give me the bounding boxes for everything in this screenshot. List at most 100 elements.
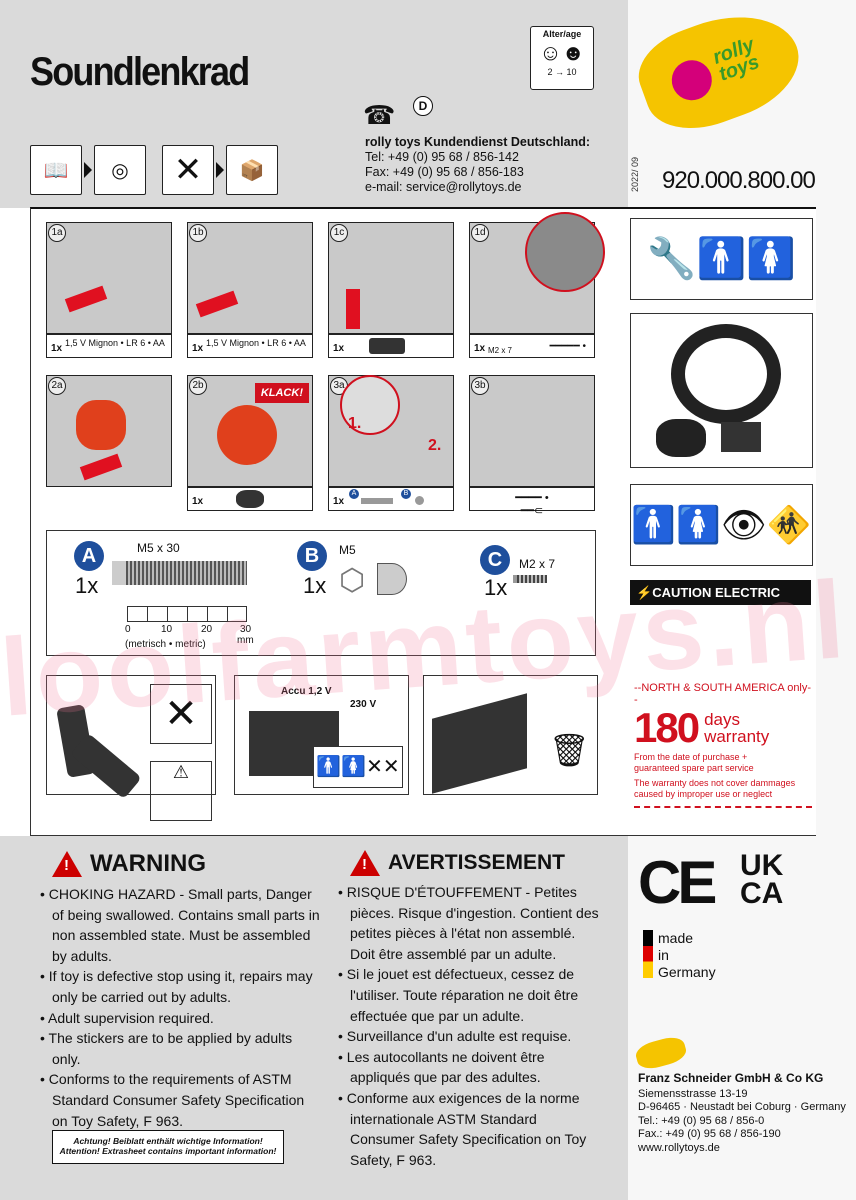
part-b-qty: 1x — [303, 573, 327, 598]
warranty-region: --NORTH & SOUTH AMERICA only-- — [634, 682, 812, 706]
page-title: Soundlenkrad — [30, 50, 250, 94]
dashed-rule — [634, 806, 812, 808]
battery-orientation-box: ✕ ⚠ — [46, 675, 216, 821]
warning-triangle-icon: ! — [52, 851, 82, 877]
step-number: 2a — [48, 377, 66, 395]
hex-nut-icon: ⬡ — [339, 564, 366, 597]
extrasheet-note: Achtung! Beiblatt enthält wichtige Infor… — [52, 1130, 284, 1164]
warning-item: Adult supervision required. — [40, 1008, 322, 1029]
warning-item: Surveillance d'un adulte est requise. — [338, 1026, 600, 1047]
warranty-line: caused by improper use or neglect — [634, 789, 773, 799]
voltage-label: 230 V — [350, 699, 377, 710]
company-name: Franz Schneider GmbH & Co KG — [638, 1071, 824, 1085]
step-caption: 1x — [187, 487, 313, 511]
nut-part — [415, 496, 424, 505]
company-city: D-96465 · Neustadt bei Coburg · Germany — [638, 1101, 846, 1113]
article-number: 920.000.800.00 — [662, 167, 816, 194]
step-2b: 2b KLACK! 1x — [187, 375, 313, 511]
steering-wheel — [671, 324, 781, 424]
bolt-part — [361, 498, 393, 504]
warning-item: Conforms to the requirements of ASTM Sta… — [40, 1069, 322, 1131]
children-faces-icon: ☺☻ — [539, 40, 585, 65]
step-3b: 3b ━━━━ •━━⊂ — [469, 375, 595, 517]
service-email[interactable]: e-mail: service@rollytoys.de — [365, 180, 522, 194]
note-en: Attention! Extrasheet contains important… — [59, 1146, 277, 1156]
part-c-qty: 1x — [484, 575, 508, 600]
sound-module — [721, 422, 761, 452]
klack-callout: KLACK! — [254, 383, 309, 403]
made-label: made — [658, 930, 694, 946]
screw-m2x7-icon — [513, 575, 547, 583]
tick: 0 — [125, 624, 131, 635]
age-range: 2 → 10 — [547, 67, 577, 77]
warning-item: The stickers are to be applied by adults… — [40, 1028, 322, 1069]
part-b-badge: B — [401, 489, 411, 499]
arrow-icon — [84, 162, 92, 178]
ce-mark: CE — [638, 849, 717, 916]
step-number: 2b — [189, 377, 207, 395]
step-number: 1d — [471, 224, 489, 242]
part-a-qty: 1x — [75, 573, 99, 598]
detail-zoom — [525, 212, 605, 292]
step-number: 1c — [330, 224, 348, 242]
telephone-icon: ☎ — [363, 100, 396, 130]
tick: 10 — [161, 624, 173, 635]
ruler-note: (metrisch • metric) — [125, 639, 206, 650]
lightning-icon: ⚡ — [636, 585, 653, 600]
warning-fr: !AVERTISSEMENT RISQUE D'ÉTOUFFEMENT - Pe… — [347, 850, 600, 1170]
warning-item: Les autocollants ne doivent être appliqu… — [338, 1047, 600, 1088]
part-b-size: M5 — [339, 543, 356, 557]
red-arrow-icon — [346, 289, 360, 329]
quantity: 1x — [192, 496, 204, 507]
screw-size: M2 x 7 — [488, 346, 513, 355]
warranty-line: guaranteed spare part service — [634, 763, 754, 773]
age-label: Alter/age — [542, 29, 582, 39]
ruler — [127, 606, 247, 622]
part-a-badge: A — [349, 489, 359, 499]
accu-label: Accu 1,2 V — [281, 686, 332, 697]
company-web[interactable]: www.rollytoys.de — [638, 1141, 720, 1154]
warning-title: WARNING — [90, 850, 206, 877]
in-label: in — [658, 947, 669, 963]
arrow-icon — [216, 162, 224, 178]
step-number: 3b — [471, 377, 489, 395]
warranty-label: warranty — [704, 727, 770, 746]
company-street: Siemensstrasse 13-19 — [638, 1087, 748, 1100]
warning-triangle-icon: ! — [350, 850, 380, 876]
warning-item: Conforme aux exigences de la norme inter… — [338, 1088, 600, 1170]
bolt-m5x30-icon — [112, 561, 247, 585]
company-address: Franz Schneider GmbH & Co KG Siemensstra… — [638, 1071, 846, 1155]
red-arrow-icon — [195, 290, 239, 318]
cover-part — [656, 419, 706, 457]
tools-caption: ━━━━ •━━⊂ — [469, 487, 595, 517]
manual-tools-icon: 📖 — [30, 145, 82, 195]
storage-box-icon: 📦 — [226, 145, 278, 195]
warranty-line: From the date of purchase + — [634, 752, 748, 762]
quantity: 1x — [192, 343, 204, 354]
warning-item: If toy is defective stop using it, repai… — [40, 966, 322, 1007]
part-a-size: M5 x 30 — [137, 541, 180, 555]
ruler-unit: mm — [237, 635, 254, 646]
service-title: rolly toys Kundendienst Deutschland: — [365, 135, 591, 149]
screwdriver-icon: ━━━━━ • — [549, 341, 586, 352]
adults-only-icon: 🚹🚺✕✕ — [313, 746, 403, 788]
ukca-line: CA — [740, 877, 784, 910]
no-discard-icon: ✕ — [162, 145, 214, 195]
part-c-badge: C — [480, 545, 510, 575]
callout-2: 2. — [428, 437, 442, 454]
service-tel: Tel: +49 (0) 95 68 / 856-142 — [365, 150, 519, 164]
charger-box: Accu 1,2 V 230 V 🚹🚺✕✕ — [234, 675, 409, 795]
quantity: 1x — [51, 343, 63, 354]
recycling-box: 🗑 — [423, 675, 598, 795]
steering-wheel-icon: ◎ — [94, 145, 146, 195]
quantity: 1x — [474, 343, 486, 354]
warning-en: !WARNING CHOKING HAZARD - Small parts, D… — [48, 850, 322, 1131]
battery-spec: 1,5 V Mignon • LR 6 • AA — [65, 338, 165, 348]
part-a-badge: A — [74, 541, 104, 571]
